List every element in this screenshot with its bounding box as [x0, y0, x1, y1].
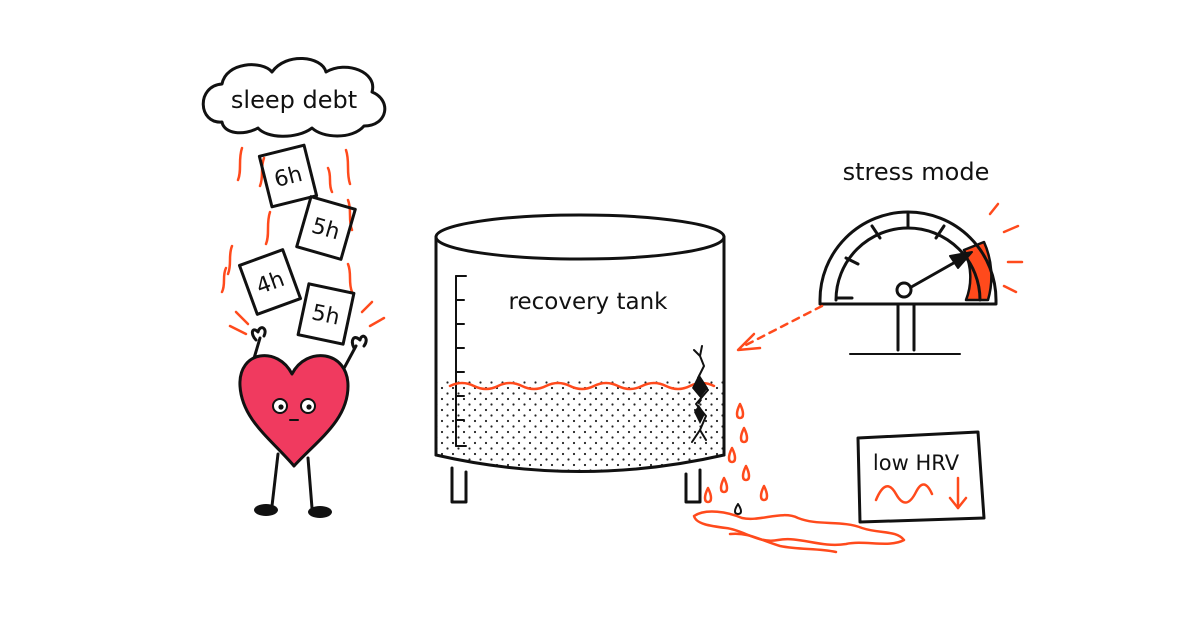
- sleep-card-label: 4h: [253, 267, 288, 300]
- sleep-debt-cloud: sleep debt: [201, 57, 387, 138]
- leak-drops: [703, 402, 769, 515]
- sleep-card-label: 5h: [309, 214, 343, 246]
- sleep-card: 4h: [237, 248, 303, 316]
- heart-body: [238, 354, 350, 468]
- recovery-tank-label: recovery tank: [509, 289, 669, 315]
- heart-character: [228, 300, 386, 518]
- leak-puddle: [692, 510, 906, 554]
- rain-streaks: [220, 146, 354, 294]
- stress-gauge: stress mode: [818, 158, 1024, 355]
- recovery-tank: recovery tank: [434, 213, 726, 504]
- low-hrv-label: low HRV: [873, 451, 960, 475]
- sleep-card: 5h: [295, 195, 357, 261]
- sleep-card: 6h: [257, 143, 319, 209]
- stress-arrow: [736, 304, 824, 352]
- sleep-debt-label: sleep debt: [231, 86, 357, 114]
- sleep-card: 5h: [296, 282, 356, 346]
- sleep-card-label: 5h: [309, 300, 342, 330]
- sleep-card-label: 6h: [272, 162, 305, 193]
- low-hrv-sign: low HRV: [856, 430, 986, 524]
- stress-mode-label: stress mode: [843, 158, 990, 186]
